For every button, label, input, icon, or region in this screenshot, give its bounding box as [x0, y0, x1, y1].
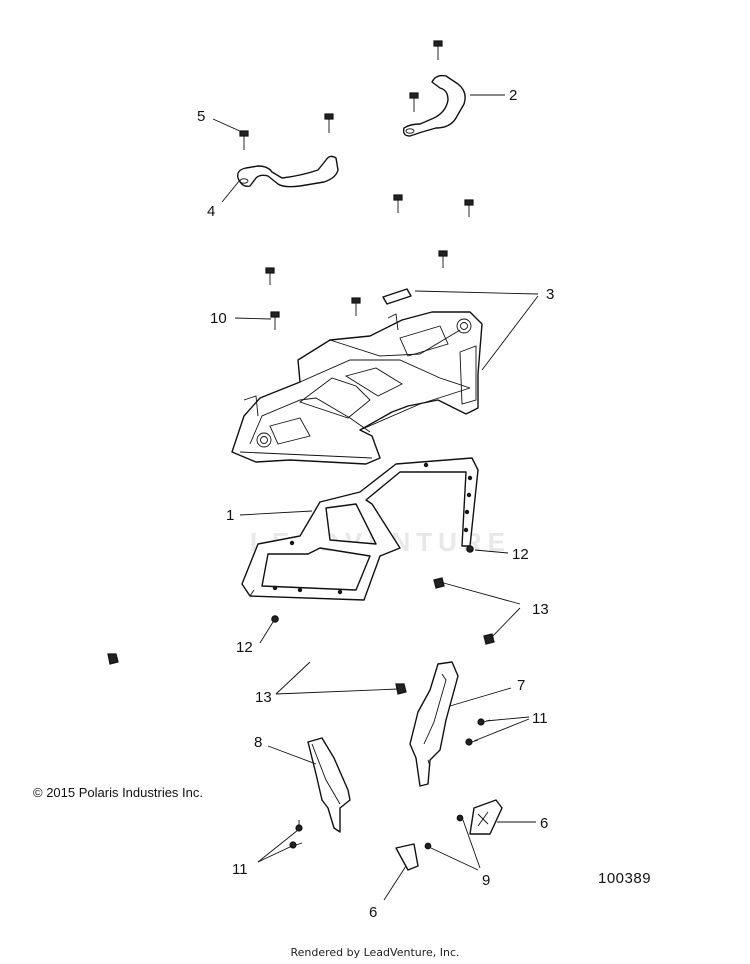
callout-2: 2 — [509, 87, 517, 104]
leader-lines — [212, 94, 539, 901]
nut-icon — [466, 545, 474, 553]
callout-4: 4 — [207, 203, 215, 220]
callout-3: 3 — [546, 286, 554, 303]
rack-frame-upper — [231, 311, 483, 465]
screw-icon — [324, 113, 334, 133]
screw-icon — [393, 194, 403, 213]
screw-icon — [456, 814, 464, 822]
push-rivets — [107, 577, 495, 695]
grab-handle-right — [402, 74, 466, 137]
callout-7: 7 — [517, 677, 525, 694]
screw-icon — [424, 842, 432, 850]
tube-frame — [241, 457, 479, 601]
nut-fasteners — [271, 545, 474, 623]
bolt-icon — [465, 738, 479, 746]
callout-10: 10 — [210, 310, 227, 327]
screw-icon — [433, 40, 443, 60]
callout-1: 1 — [226, 507, 234, 524]
callout-11-right: 11 — [532, 710, 548, 727]
callout-13-right: 13 — [532, 601, 549, 618]
grab-handle-left — [236, 155, 339, 188]
screw-icon — [464, 199, 474, 217]
screw-icon — [409, 92, 419, 112]
callout-8: 8 — [254, 734, 262, 751]
callout-13-left: 13 — [255, 689, 272, 706]
callout-9: 9 — [482, 872, 490, 889]
rendered-by-footer: Rendered by LeadVenture, Inc. — [290, 946, 460, 959]
decal-label — [382, 288, 412, 305]
diagram-number: 100389 — [598, 870, 652, 887]
bracket-left — [307, 737, 351, 833]
flange-bolts — [289, 718, 491, 849]
frame-holes — [272, 462, 473, 595]
bracket-right — [409, 661, 459, 787]
callout-6-upper: 6 — [540, 815, 548, 832]
copyright-notice: © 2015 Polaris Industries Inc. — [33, 785, 203, 800]
screw-icon — [270, 311, 280, 330]
rivet-icon — [433, 577, 445, 589]
screw-icon — [239, 130, 249, 150]
rivet-icon — [395, 683, 407, 695]
screw-fasteners — [239, 40, 474, 330]
small-bracket-lower — [395, 843, 419, 871]
screw-9-fasteners — [424, 814, 464, 850]
callout-labels: 1 2 3 4 5 6 6 7 8 9 10 11 11 12 12 13 13 — [197, 87, 554, 921]
bolt-icon — [289, 841, 303, 849]
bolt-icon — [295, 820, 303, 832]
small-bracket-upper — [469, 799, 503, 835]
callout-12-right: 12 — [512, 546, 529, 563]
callout-12-left: 12 — [236, 639, 253, 656]
rivet-icon — [107, 653, 119, 665]
screw-icon — [351, 297, 361, 316]
screw-icon — [265, 267, 275, 285]
callout-6-lower: 6 — [369, 904, 377, 921]
callout-5: 5 — [197, 108, 205, 125]
screw-icon — [438, 250, 448, 268]
callout-11-left: 11 — [232, 861, 248, 878]
bolt-icon — [477, 718, 491, 726]
nut-icon — [271, 615, 279, 623]
rivet-icon — [483, 633, 495, 645]
